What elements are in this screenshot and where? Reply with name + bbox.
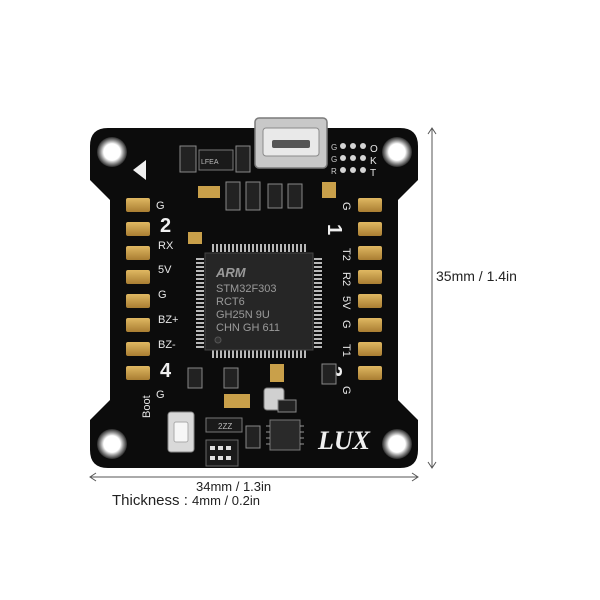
right-number-1: 1	[323, 224, 345, 235]
mcu-logo: ARM	[215, 265, 247, 280]
thickness-label: Thickness	[112, 492, 180, 509]
mcu-line-4: CHN GH 611	[216, 322, 280, 334]
mounting-hole-bottom-left	[97, 429, 127, 459]
left-label-g-top: G	[156, 200, 165, 212]
thickness-label-row: Thickness : 4mm / 0.2in	[112, 492, 260, 509]
right-label-t2: T2	[340, 248, 352, 261]
width-dimension-line	[89, 472, 419, 482]
right-label-g-mid: G	[340, 320, 352, 329]
left-label-g-bottom: G	[156, 389, 165, 401]
boot-button	[167, 411, 195, 453]
right-label-g-bottom: G	[340, 386, 352, 395]
height-dimension-line	[427, 127, 437, 469]
right-label-g-top: G	[340, 202, 352, 211]
width-dimension-label: 34mm / 1.3in	[196, 479, 272, 494]
led-label: LFEA	[201, 159, 219, 166]
mounting-hole-top-right	[382, 137, 412, 167]
thickness-value: 4mm / 0.2in	[192, 493, 260, 508]
thickness-separator: :	[183, 492, 188, 509]
top-small-g1: G	[331, 143, 337, 152]
mcu-line-1: STM32F303	[216, 283, 277, 295]
mcu-line-2: RCT6	[216, 296, 245, 308]
top-label-o: O	[370, 144, 378, 155]
right-label-r2: R2	[340, 272, 352, 286]
mcu-line-3: GH25N 9U	[216, 309, 270, 321]
right-label-5v: 5V	[340, 296, 352, 310]
mounting-hole-top-left	[97, 137, 127, 167]
left-pad-column	[126, 198, 150, 380]
top-small-g2: G	[331, 155, 337, 164]
left-label-bz-plus: BZ+	[158, 314, 178, 326]
mcu-chip: ARM STM32F303 RCT6 GH25N 9U CHN GH 611	[196, 244, 322, 358]
left-label-g-mid: G	[158, 289, 167, 301]
top-label-k: K	[370, 156, 377, 167]
right-pad-column	[358, 198, 382, 380]
top-small-r: R	[331, 167, 337, 176]
flight-controller-board: LFEA O K T G G R	[90, 117, 418, 468]
left-number-2: 2	[160, 215, 171, 237]
left-label-bz-minus: BZ-	[158, 339, 176, 351]
mounting-hole-bottom-right	[382, 429, 412, 459]
brand-logo: LUX	[317, 426, 371, 455]
height-dimension-label: 35mm / 1.4in	[436, 268, 517, 284]
sensor-label: 2ZZ	[218, 422, 232, 431]
left-label-5v: 5V	[158, 264, 172, 276]
orientation-arrow-icon	[133, 160, 146, 180]
usb-port	[254, 117, 328, 169]
top-label-t: T	[370, 168, 376, 179]
left-label-rx: RX	[158, 240, 174, 252]
left-number-4: 4	[160, 360, 172, 382]
boot-label: Boot	[141, 395, 153, 418]
right-label-t1: T1	[340, 344, 352, 357]
